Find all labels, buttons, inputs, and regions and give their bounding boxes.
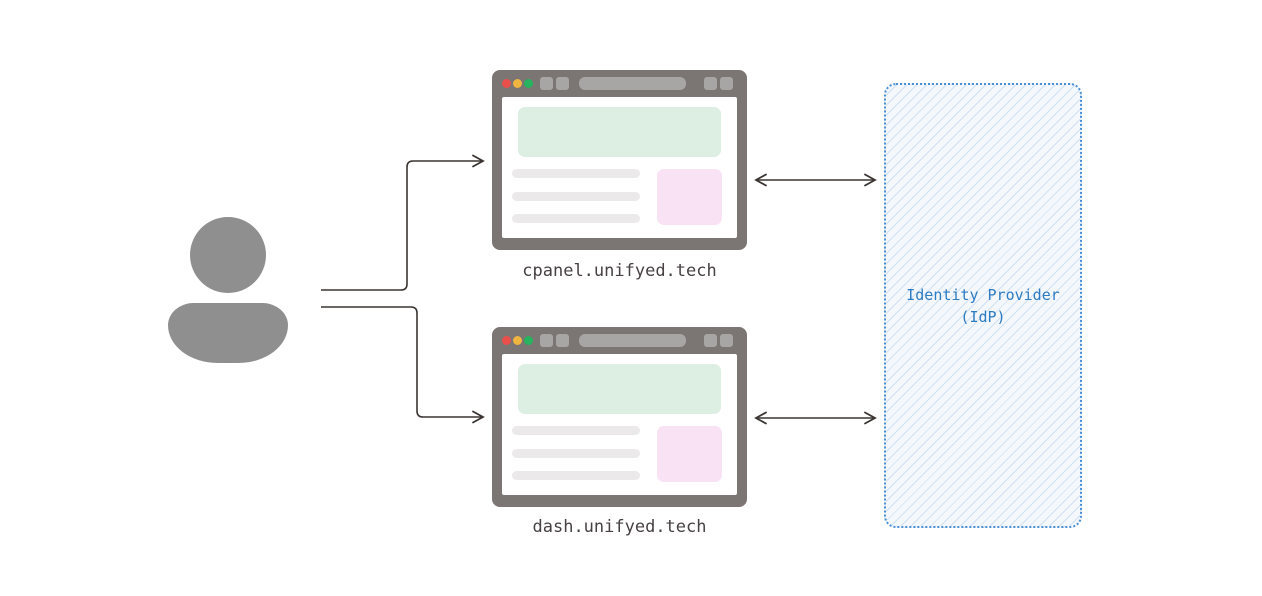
identity-provider-box: Identity Provider (IdP): [884, 83, 1082, 528]
toolbar-button-icon: [720, 334, 733, 347]
user-head-icon: [190, 217, 266, 293]
arrow-user-to-cpanel: [321, 154, 485, 291]
toolbar-button-icon: [540, 334, 553, 347]
browser-content: [502, 354, 737, 495]
hero-banner-placeholder: [518, 107, 721, 157]
address-bar: [579, 334, 686, 347]
text-line-placeholder: [512, 471, 640, 480]
hero-banner-placeholder: [518, 364, 721, 414]
traffic-light-amber-icon: [513, 79, 522, 88]
traffic-light-red-icon: [502, 336, 511, 345]
side-panel-placeholder: [657, 426, 722, 482]
browser-window-dash: [492, 327, 747, 507]
identity-provider-label: Identity Provider: [906, 285, 1060, 304]
text-line-placeholder: [512, 169, 640, 178]
traffic-light-amber-icon: [513, 336, 522, 345]
identity-provider-sublabel: (IdP): [960, 307, 1006, 326]
traffic-light-green-icon: [524, 336, 533, 345]
text-line-placeholder: [512, 426, 640, 435]
traffic-light-green-icon: [524, 79, 533, 88]
text-line-placeholder: [512, 192, 640, 201]
user-body-icon: [168, 303, 288, 363]
toolbar-button-icon: [556, 77, 569, 90]
text-line-placeholder: [512, 449, 640, 458]
toolbar-button-icon: [720, 77, 733, 90]
browser-label-dash: dash.unifyed.tech: [532, 517, 707, 537]
browser-label-cpanel: cpanel.unifyed.tech: [522, 261, 717, 281]
browser-window-cpanel: [492, 70, 747, 250]
traffic-light-red-icon: [502, 79, 511, 88]
arrow-user-to-dash: [321, 306, 485, 424]
toolbar-button-icon: [540, 77, 553, 90]
text-line-placeholder: [512, 214, 640, 223]
toolbar-button-icon: [704, 334, 717, 347]
address-bar: [579, 77, 686, 90]
browser-content: [502, 97, 737, 238]
side-panel-placeholder: [657, 169, 722, 225]
toolbar-button-icon: [556, 334, 569, 347]
toolbar-button-icon: [704, 77, 717, 90]
